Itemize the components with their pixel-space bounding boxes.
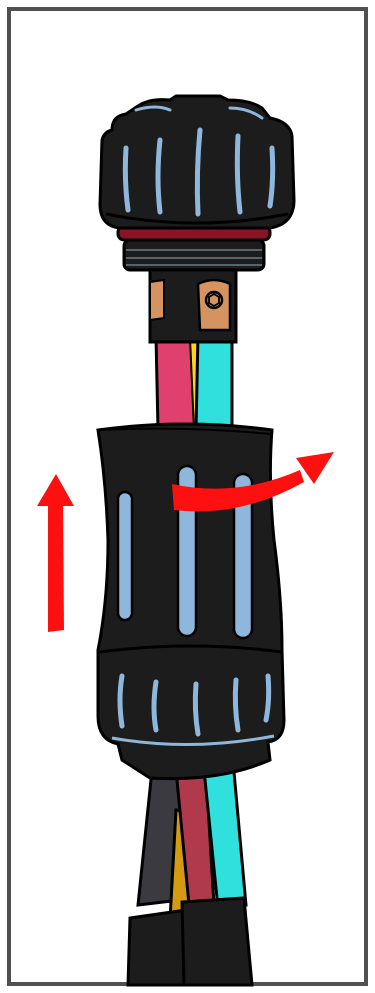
terminal-block <box>150 270 236 342</box>
upper-wires <box>156 334 232 430</box>
collar-groove <box>154 682 156 730</box>
nut-ridge <box>125 148 128 210</box>
cable-sleeve-right <box>182 898 252 985</box>
nut-ridge <box>270 148 273 206</box>
connector-body <box>98 424 284 779</box>
nut-ridge <box>237 136 240 212</box>
copper-lug-left <box>150 280 164 320</box>
cap-nut <box>100 96 294 228</box>
collar-groove <box>235 680 238 730</box>
threaded-neck <box>118 226 270 270</box>
collar-groove <box>195 684 198 734</box>
cyan-wire <box>196 334 232 430</box>
collar-groove <box>120 676 122 726</box>
up-arrow-icon <box>37 474 74 632</box>
nut-ridge <box>158 140 160 212</box>
cable-sleeve-left <box>128 910 186 985</box>
lower-cable-bundle <box>128 770 252 985</box>
collar-groove <box>266 676 269 720</box>
body-slot <box>118 492 132 620</box>
nut-ridge <box>197 130 200 214</box>
